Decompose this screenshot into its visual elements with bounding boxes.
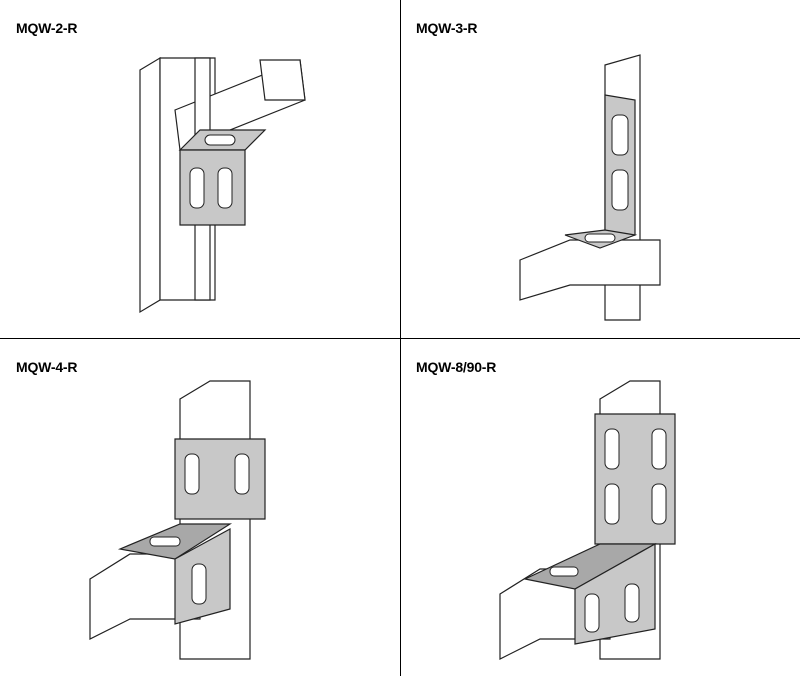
product-cell-mqw-2-r: MQW-2-R: [0, 0, 400, 338]
mqw-4-r-illustration: [89, 380, 266, 660]
horizontal-divider: [0, 338, 800, 339]
product-label: MQW-3-R: [416, 20, 478, 36]
product-cell-mqw-3-r: MQW-3-R: [400, 0, 800, 338]
mqw-3-r-illustration: [519, 54, 661, 321]
mqw-2-r-illustration: [139, 56, 306, 314]
product-label: MQW-2-R: [16, 20, 78, 36]
product-label: MQW-4-R: [16, 359, 78, 375]
product-cell-mqw-4-r: MQW-4-R: [0, 339, 400, 677]
product-label: MQW-8/90-R: [416, 359, 497, 375]
product-cell-mqw-8-90-r: MQW-8/90-R: [400, 339, 800, 677]
mqw-8-90-r-illustration: [499, 380, 676, 660]
